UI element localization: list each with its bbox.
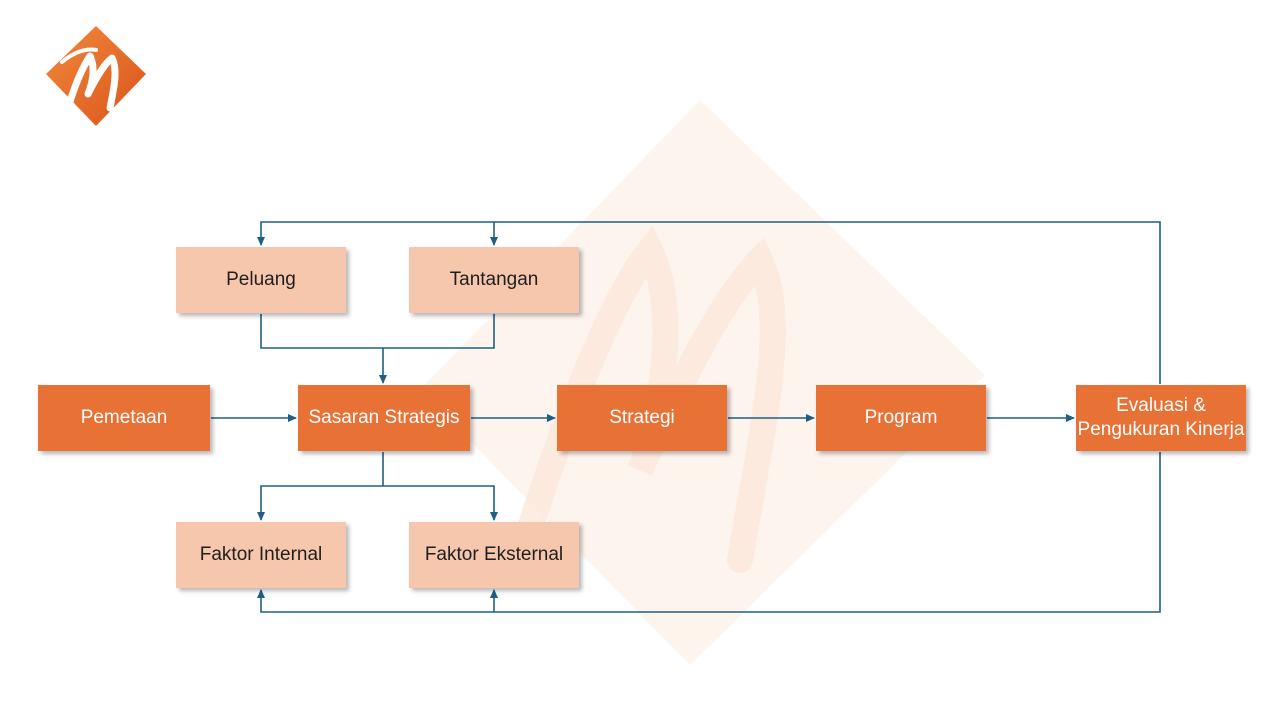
node-label: Peluang [226,269,296,290]
node-faktor-internal: Faktor Internal [176,522,346,588]
node-peluang: Peluang [176,247,346,313]
node-label: Pemetaan [80,407,168,428]
node-label: Faktor Eksternal [424,544,564,565]
merge-line-top [260,314,495,349]
node-label: Strategi [609,407,675,428]
node-label-line2: Pengukuran Kinerja [1077,419,1245,440]
node-tantangan: Tantangan [409,247,579,313]
node-label-line1: Evaluasi & [1116,395,1206,416]
node-faktor-eksternal: Faktor Eksternal [409,522,579,588]
node-label: Program [864,407,938,428]
node-pemetaan: Pemetaan [38,385,210,451]
brand-logo-icon [46,26,146,126]
node-program: Program [816,385,986,451]
node-sasaran-strategis: Sasaran Strategis [298,385,470,451]
node-strategi: Strategi [557,385,727,451]
node-evaluasi-pengukuran-kinerja: Evaluasi & Pengukuran Kinerja [1076,385,1246,451]
feedback-line-top [257,221,1161,384]
node-label: Faktor Internal [199,544,323,565]
arrow-to-internal [257,485,383,521]
arrow-to-eksternal [383,485,498,521]
node-label: Tantangan [449,269,539,290]
feedback-line-bottom [257,452,1161,613]
node-label: Sasaran Strategis [308,407,460,428]
